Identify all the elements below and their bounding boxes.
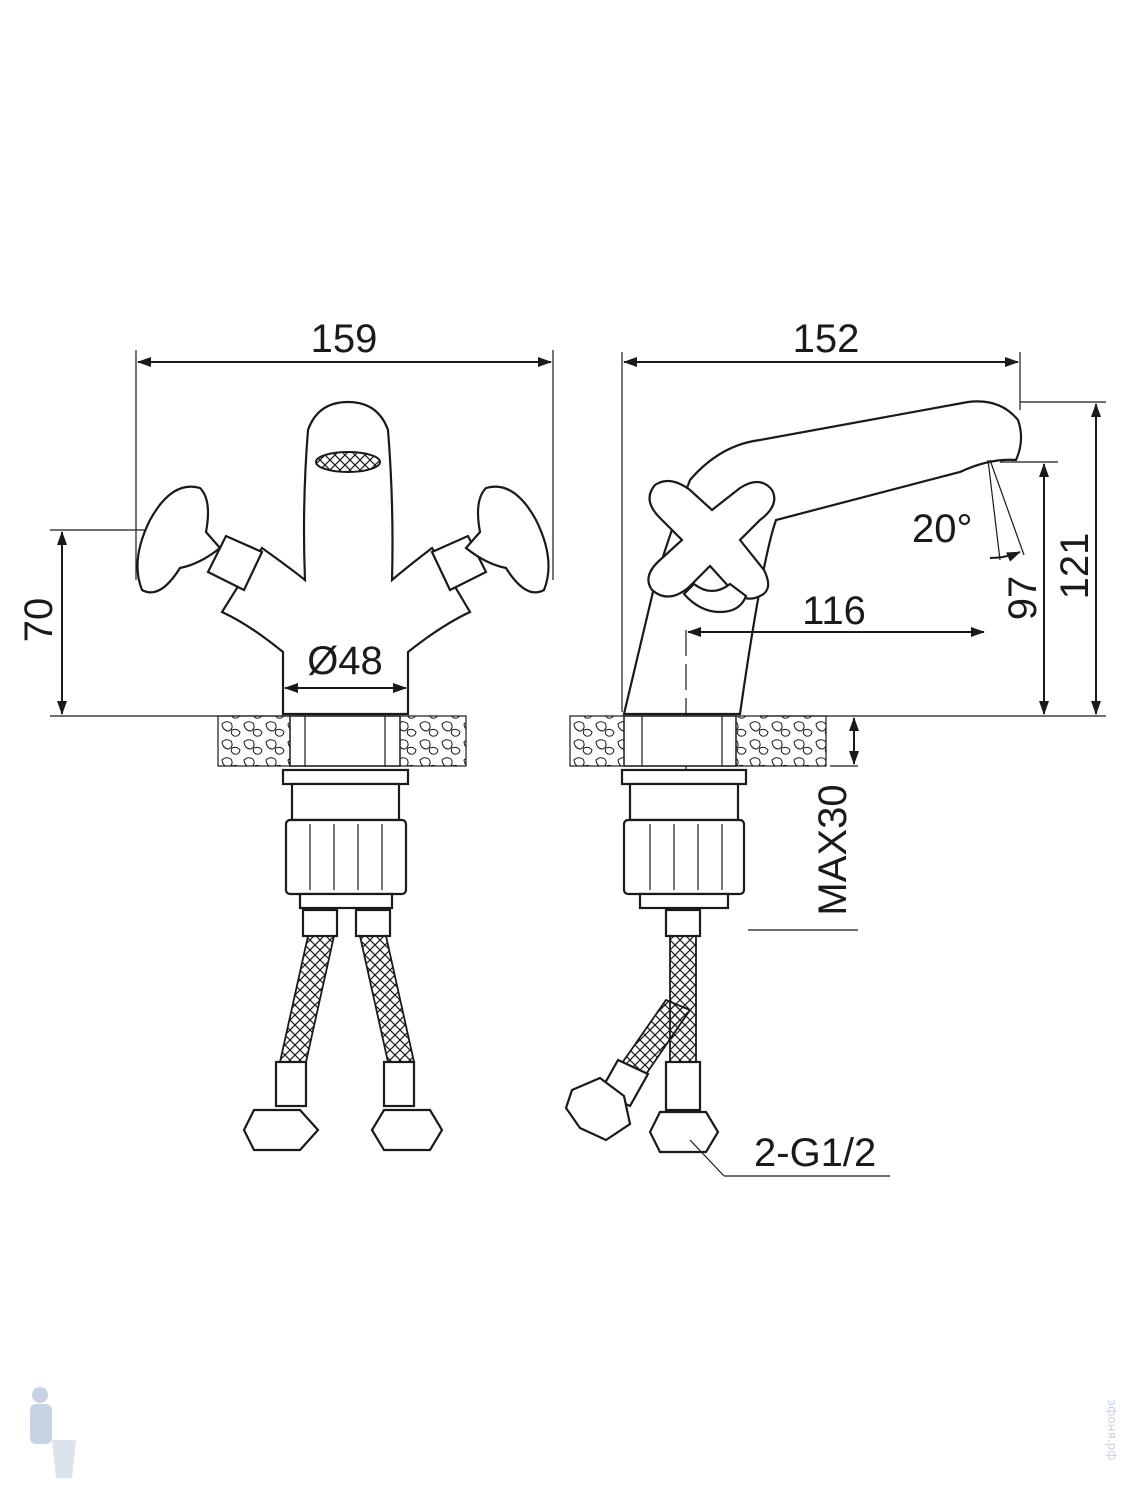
front-view: 159 70 Ø48 bbox=[17, 317, 554, 1152]
front-height-label: 70 bbox=[17, 598, 61, 643]
front-faucet-body bbox=[220, 400, 472, 716]
watermark-logo bbox=[30, 1387, 76, 1478]
max-deck-label: MAX30 bbox=[811, 784, 855, 915]
reach-label: 116 bbox=[802, 589, 866, 633]
side-width-label: 152 bbox=[793, 317, 860, 361]
front-width-label: 159 bbox=[311, 317, 378, 361]
angle-label: 20° bbox=[912, 507, 973, 551]
watermark-text: эфоня.рф bbox=[1105, 1400, 1119, 1461]
side-view: 152 20° 116 97 121 MAX30 bbox=[564, 317, 1106, 1177]
front-diameter-label: Ø48 bbox=[307, 639, 383, 683]
connection-label: 2-G1/2 bbox=[754, 1131, 876, 1175]
total-height-label: 121 bbox=[1053, 533, 1097, 600]
spout-height-label: 97 bbox=[1001, 576, 1045, 621]
